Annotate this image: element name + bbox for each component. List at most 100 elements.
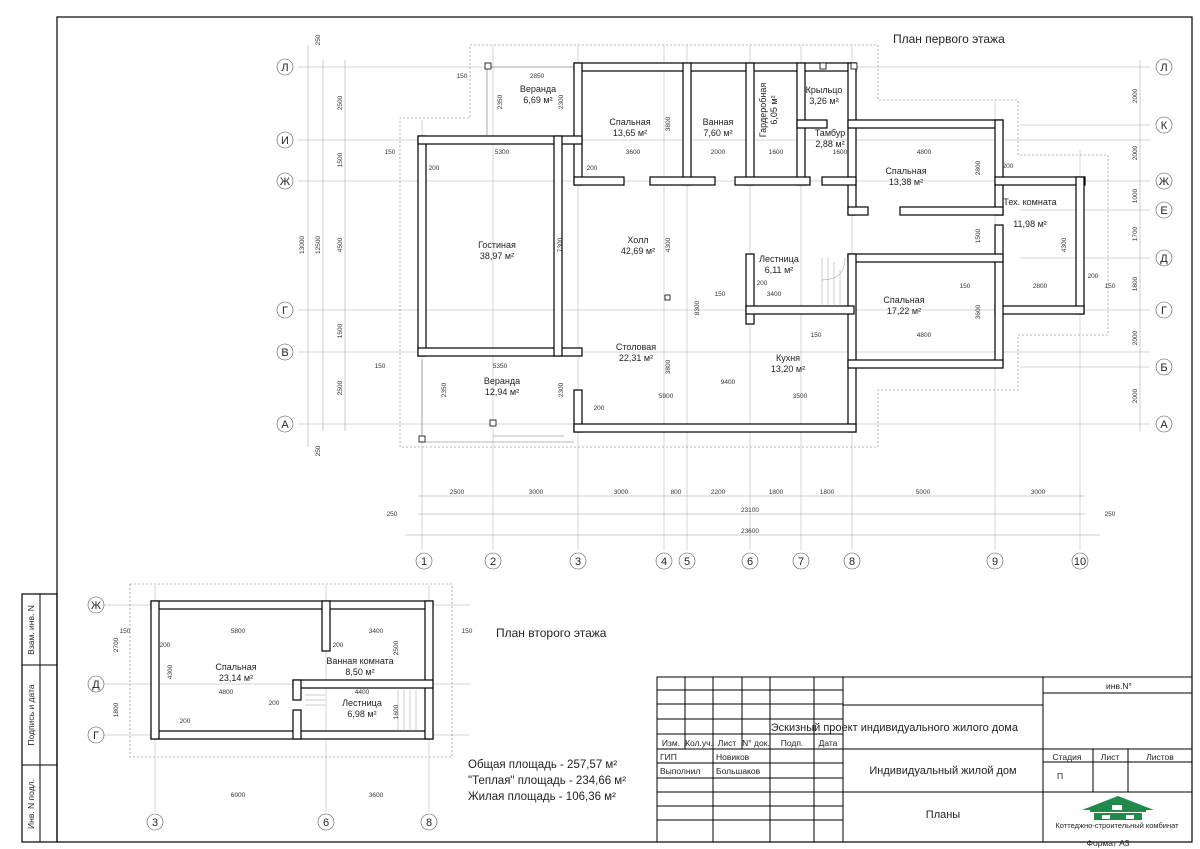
- room-tech-name: Тех. комната: [1003, 197, 1056, 207]
- tb-stage-value: П: [1057, 771, 1063, 781]
- plan2-title: План второго этажа: [496, 626, 607, 640]
- axis2-3: 3: [152, 817, 158, 829]
- company-logo: [1082, 796, 1154, 820]
- room2-bedroom-name: Спальная: [215, 662, 256, 672]
- tb-sheets-label: Листов: [1146, 752, 1174, 762]
- dim-left-1500b: 1500: [337, 323, 344, 338]
- axis-bottom-10: 10: [1074, 556, 1086, 568]
- dim-2300b: 2300: [558, 382, 565, 397]
- dim-left-2500b: 2500: [337, 380, 344, 395]
- room-bedroom3-name: Спальная: [883, 295, 924, 305]
- room-hall-name: Холл: [627, 235, 648, 245]
- dim-3600b: 3600: [975, 304, 982, 319]
- dim2-1800: 1800: [113, 702, 120, 717]
- dim-left-1500a: 1500: [337, 152, 344, 167]
- dim-bottom-23100: 23100: [741, 507, 759, 514]
- axis-left-a: А: [281, 419, 289, 431]
- tb-format: Формат А3: [1087, 838, 1130, 848]
- axis-right-b: Б: [1160, 362, 1167, 374]
- room-kitchen-area: 13,20 м²: [771, 364, 805, 374]
- room-bedroom2-name: Спальная: [885, 166, 926, 176]
- room-stairs-area: 6,11 м²: [765, 265, 794, 275]
- dim-3600: 3600: [626, 149, 641, 156]
- plan1-stairs-symbol: [821, 257, 846, 306]
- room2-stairs-name: Лестница: [342, 698, 382, 708]
- dim-right-1800: 1800: [1132, 276, 1139, 291]
- dim-bottom-1800b: 1800: [820, 489, 835, 496]
- dim2-6000: 6000: [231, 792, 246, 799]
- axis2-g: Г: [93, 730, 99, 742]
- dim-150-e: 150: [811, 332, 822, 339]
- stamp-inv-original: Инв. N подл.: [26, 779, 36, 829]
- dim-2350a: 2350: [497, 94, 504, 109]
- tb-inv: инв.N°: [1106, 681, 1132, 691]
- dim-150-b: 150: [385, 149, 396, 156]
- axis-bottom-2: 2: [490, 556, 496, 568]
- dim-left-250b: 250: [315, 445, 322, 456]
- room-living-name: Гостиная: [478, 240, 516, 250]
- dim-right-2000a: 2000: [1132, 88, 1139, 103]
- room-dining-name: Столовая: [616, 342, 656, 352]
- dim2-150b: 150: [462, 628, 473, 635]
- plan2-stairs-symbol: [305, 690, 417, 731]
- dim-3400: 3400: [767, 291, 782, 298]
- dim2-200d: 200: [269, 700, 280, 707]
- axis-bottom-6: 6: [747, 556, 753, 568]
- tb-company: Коттеджно-строительный комбинат: [1055, 821, 1179, 830]
- tb-exec-name: Большаков: [716, 766, 761, 776]
- axis-left-v: В: [281, 347, 288, 359]
- dim2-200c: 200: [180, 718, 191, 725]
- area-total: Общая площадь - 257,57 м²: [468, 759, 617, 771]
- dim-left-4500: 4500: [337, 237, 344, 252]
- dim-bottom-3000a: 3000: [529, 489, 544, 496]
- dim-2300a: 2300: [558, 94, 565, 109]
- dim-2850: 2850: [530, 73, 545, 80]
- room2-bathroom-area: 8,50 м²: [345, 667, 374, 677]
- dim-2800a: 2800: [975, 160, 982, 175]
- dim-left-13000: 13000: [299, 236, 306, 254]
- area-living: Жилая площадь - 106,36 м²: [468, 791, 616, 803]
- dim-bottom-2200: 2200: [711, 489, 726, 496]
- axis-right-a: А: [1160, 419, 1168, 431]
- room-bedroom2-area: 13,38 м²: [889, 177, 923, 187]
- dim-bottom-3000b: 3000: [614, 489, 629, 496]
- dim2-4400: 4400: [355, 689, 370, 696]
- room-bedroom1-name: Спальная: [609, 117, 650, 127]
- axis-bottom-9: 9: [992, 556, 998, 568]
- dim-4300b: 4300: [1061, 237, 1068, 252]
- dim-4800b: 4800: [917, 332, 932, 339]
- room-porch-area: 3,26 м²: [809, 96, 838, 106]
- side-stamp: Взам. инв. N Подпись и дата Инв. N подл.: [21, 593, 58, 843]
- room-veranda-top-area: 6,69 м²: [523, 95, 552, 105]
- room-kitchen-name: Кухня: [776, 353, 800, 363]
- room-stairs-name: Лестница: [759, 254, 799, 264]
- axis-bottom-1: 1: [421, 556, 427, 568]
- dim-right-2000d: 2000: [1132, 388, 1139, 403]
- dim2-5800: 5800: [231, 628, 246, 635]
- dim-1600a: 1600: [769, 149, 784, 156]
- title-block: [656, 676, 1193, 843]
- room-tech-area: 11,98 м²: [1013, 219, 1047, 229]
- dim-4800a: 4800: [917, 149, 932, 156]
- dim-bottom-800: 800: [671, 489, 682, 496]
- dim-bottom-250a: 250: [387, 511, 398, 518]
- room2-stairs-area: 6,98 м²: [347, 709, 376, 719]
- dim2-4800: 4800: [219, 689, 234, 696]
- axis2-zh: Ж: [91, 600, 101, 612]
- dim-bottom-1800a: 1800: [769, 489, 784, 496]
- dim-left-250a: 250: [315, 34, 322, 45]
- room-tambur-area: 2,88 м²: [815, 139, 844, 149]
- dim-200-b: 200: [429, 165, 440, 172]
- dim-200-c: 200: [587, 165, 598, 172]
- dim-5900: 5900: [659, 393, 674, 400]
- axis-bottom-3: 3: [575, 556, 581, 568]
- dim-2000: 2000: [711, 149, 726, 156]
- room-hall-area: 42,69 м²: [621, 246, 655, 256]
- tb-h-podp: Подп.: [781, 738, 804, 748]
- axis-right-d: Д: [1160, 253, 1168, 265]
- axis-bottom-7: 7: [798, 556, 804, 568]
- dim-right-2000c: 2000: [1132, 330, 1139, 345]
- dim-bottom-5000: 5000: [916, 489, 931, 496]
- axis2-6: 6: [323, 817, 329, 829]
